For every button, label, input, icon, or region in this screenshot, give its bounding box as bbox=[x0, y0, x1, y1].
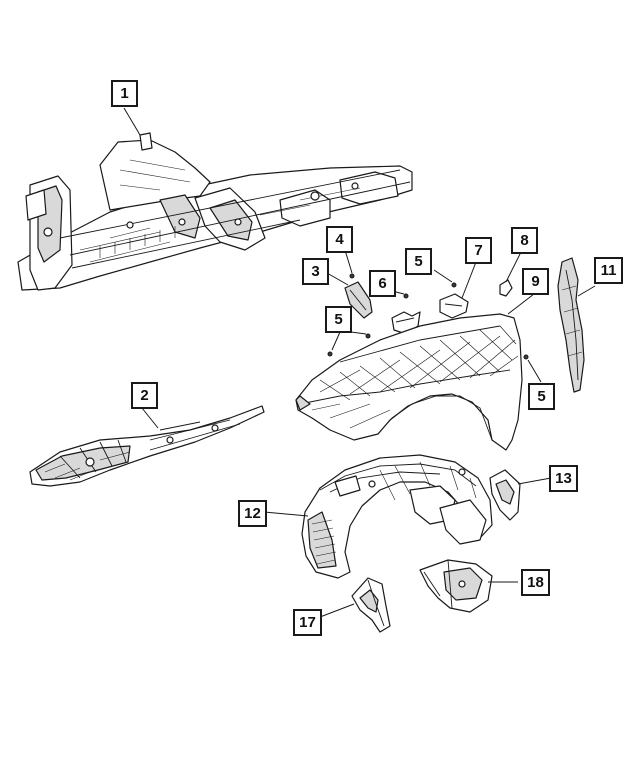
callout-13: 13 bbox=[549, 465, 578, 492]
callout-6: 6 bbox=[369, 270, 396, 297]
part-18-bracket bbox=[419, 559, 493, 613]
callout-5-right: 5 bbox=[528, 383, 555, 410]
callout-7: 7 bbox=[465, 237, 492, 264]
callout-2: 2 bbox=[131, 382, 158, 409]
callout-5-left: 5 bbox=[325, 306, 352, 333]
part-8-clip bbox=[499, 279, 513, 297]
callout-5-top: 5 bbox=[405, 248, 432, 275]
callout-1: 1 bbox=[111, 80, 138, 107]
callout-8: 8 bbox=[511, 227, 538, 254]
callout-3: 3 bbox=[302, 258, 329, 285]
part-17-bracket bbox=[351, 577, 391, 633]
fasteners bbox=[327, 273, 529, 360]
part-7-bracket bbox=[439, 293, 469, 319]
part-2-splash-shield bbox=[29, 405, 265, 487]
part-1-frame-rail bbox=[17, 132, 413, 291]
part-12-wheelhouse-liner bbox=[301, 454, 493, 579]
part-9-fender bbox=[295, 313, 523, 451]
callout-17: 17 bbox=[293, 609, 322, 636]
part-11-seal bbox=[557, 257, 585, 393]
callout-4: 4 bbox=[326, 226, 353, 253]
part-13-bracket bbox=[489, 469, 521, 521]
callout-18: 18 bbox=[521, 569, 550, 596]
callout-9: 9 bbox=[522, 268, 549, 295]
part-3-bracket bbox=[344, 281, 373, 319]
callout-11: 11 bbox=[594, 257, 623, 284]
leader-lines bbox=[123, 107, 596, 618]
callout-12: 12 bbox=[238, 500, 267, 527]
